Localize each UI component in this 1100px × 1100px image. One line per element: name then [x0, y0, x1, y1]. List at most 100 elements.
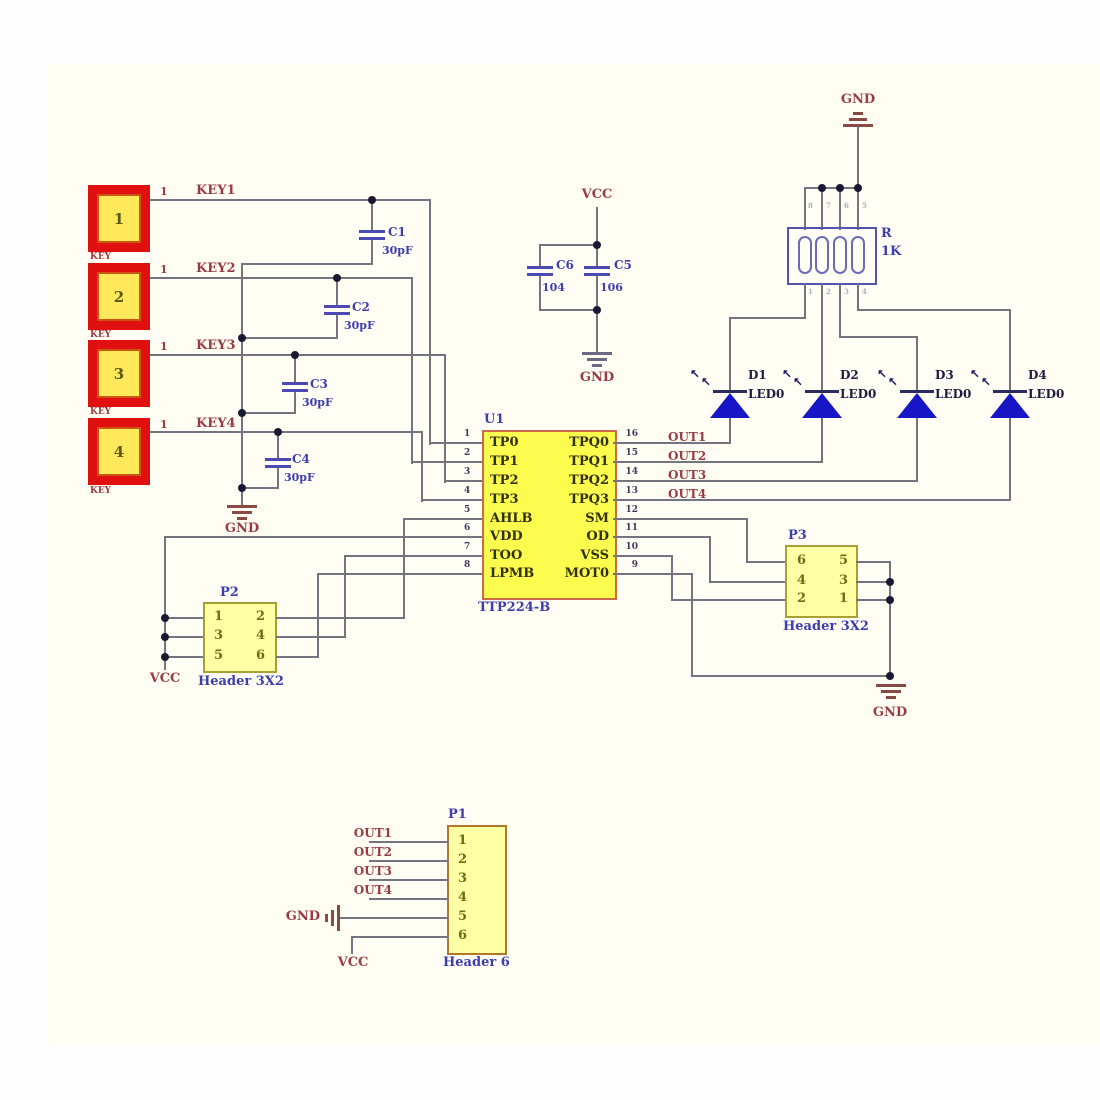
- wire: [344, 555, 346, 638]
- junction-dot: [238, 484, 246, 492]
- gnd-label: GND: [579, 370, 615, 385]
- wire: [444, 480, 462, 482]
- cap-ref: C6: [556, 258, 574, 272]
- net-label-out3: OUT3: [353, 864, 392, 878]
- pin-name-tpq1: TPQ1: [569, 454, 609, 469]
- touch-pad-3: 3: [88, 340, 150, 407]
- wire: [746, 518, 748, 563]
- wire: [317, 573, 319, 658]
- wire: [746, 561, 785, 563]
- net-label-out2: OUT2: [353, 845, 392, 859]
- p1-ref: P1: [448, 807, 467, 822]
- junction-dot: [854, 184, 862, 192]
- wire: [371, 199, 373, 231]
- wire: [839, 336, 918, 338]
- led-type: LED0: [748, 387, 785, 401]
- wire: [336, 277, 338, 307]
- net-label-key2: KEY2: [196, 261, 236, 276]
- vcc-label: VCC: [337, 955, 369, 970]
- resistor-element: [851, 236, 865, 274]
- pin-stub: [461, 499, 482, 501]
- pin-stub: [164, 636, 203, 638]
- ic-ref: U1: [484, 412, 505, 427]
- wire: [691, 573, 693, 677]
- pin-name-tpq0: TPQ0: [569, 435, 609, 450]
- pin-number: 9: [631, 560, 638, 570]
- pin-number: 15: [625, 448, 638, 458]
- wire: [857, 284, 859, 311]
- pin-number: 7: [464, 542, 471, 552]
- p3-type: Header 3X2: [783, 619, 869, 634]
- pin-stub: [461, 442, 482, 444]
- resistor-network-body: [787, 227, 877, 285]
- junction-dot: [368, 196, 376, 204]
- p2-type: Header 3X2: [198, 674, 284, 689]
- wire: [421, 431, 423, 502]
- wire: [857, 126, 859, 189]
- wire: [241, 412, 295, 414]
- rn-value: 1K: [881, 244, 902, 259]
- wire: [369, 860, 449, 862]
- resistor-element: [815, 236, 829, 274]
- pin-number: 1: [464, 429, 471, 439]
- p2-pin: 4: [256, 628, 266, 643]
- touch-pad-2-number: 2: [97, 272, 141, 321]
- p1-pin: 4: [458, 890, 468, 905]
- p3-pin: 3: [839, 573, 849, 588]
- header-p3: [785, 545, 858, 618]
- led-emission-icon: ↖: [970, 367, 981, 381]
- pin-stub: [613, 499, 641, 501]
- pin-name-tpq2: TPQ2: [569, 473, 609, 488]
- cap-value: 30pF: [284, 471, 315, 484]
- led-emission-icon: ↖: [690, 367, 701, 381]
- wire: [916, 417, 918, 482]
- rn-ref: R: [881, 226, 892, 241]
- junction-dot: [818, 184, 826, 192]
- pin-number: 4: [464, 486, 471, 496]
- p3-pin: 1: [839, 591, 849, 606]
- led-type: LED0: [840, 387, 877, 401]
- wire: [1009, 309, 1011, 391]
- pin-stub: [613, 536, 641, 538]
- pin-name-tp3: TP3: [490, 492, 519, 507]
- p3-pin: 2: [797, 591, 807, 606]
- wire: [444, 354, 446, 483]
- resistor-element: [798, 236, 812, 274]
- wire: [729, 417, 731, 444]
- cap-value: 30pF: [344, 319, 375, 332]
- wire: [1009, 417, 1011, 501]
- wire: [369, 898, 449, 900]
- wire: [539, 309, 598, 311]
- pin-stub: [613, 518, 641, 520]
- wire: [596, 207, 598, 267]
- wire: [709, 581, 785, 583]
- pin-stub: [461, 518, 482, 520]
- led-emission-icon: ↖: [981, 375, 992, 389]
- capacitor-plate: [282, 389, 308, 392]
- net-label-out3: OUT3: [668, 468, 707, 482]
- wire: [241, 487, 278, 489]
- wire: [821, 284, 823, 391]
- wire: [691, 675, 890, 677]
- capacitor-plate: [265, 465, 291, 468]
- gnd-label: GND: [224, 521, 260, 536]
- pin-name-tp1: TP1: [490, 454, 519, 469]
- pin-name-sm: SM: [585, 511, 609, 526]
- p1-type: Header 6: [443, 955, 510, 970]
- wire: [276, 636, 346, 638]
- rn-pin: 4: [862, 287, 867, 296]
- pad-ref: KEY: [90, 486, 112, 496]
- pin-stub: [461, 555, 482, 557]
- pad-pin-number: 1: [160, 340, 168, 353]
- capacitor-plate: [324, 305, 350, 308]
- wire: [276, 617, 405, 619]
- junction-dot: [886, 596, 894, 604]
- led-emission-icon: ↖: [877, 367, 888, 381]
- wire: [411, 461, 462, 463]
- led-ref: D1: [748, 368, 767, 382]
- wire: [164, 536, 462, 538]
- wire: [916, 336, 918, 391]
- pin-number: 6: [464, 523, 471, 533]
- header-p1: [447, 825, 507, 955]
